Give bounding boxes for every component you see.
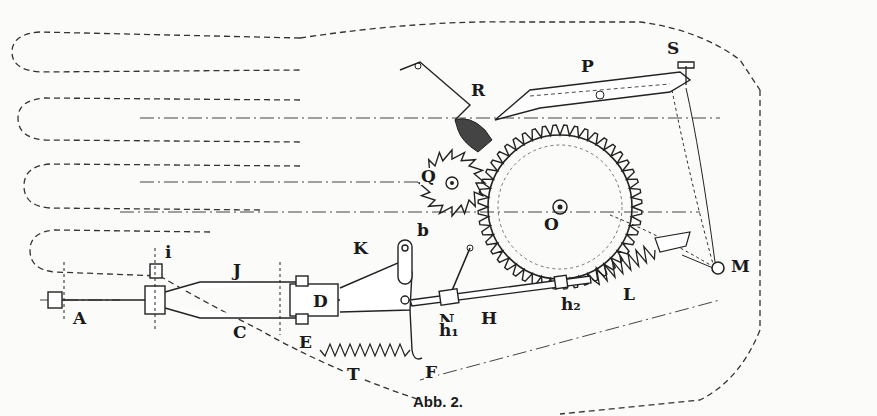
- callout-letter: K: [352, 240, 369, 257]
- callout-letter: M: [730, 258, 751, 275]
- callout-letter: H: [480, 310, 498, 327]
- callout-letter: R: [470, 82, 486, 99]
- callout-letter: b: [416, 222, 430, 239]
- callout-letter: F: [424, 364, 438, 381]
- figure-caption: Abb. 2.: [413, 393, 463, 410]
- callout-letter: C: [232, 324, 248, 341]
- callout-letter: Q: [420, 168, 437, 185]
- callout-letter: h₁: [438, 322, 460, 339]
- callout-letter: L: [622, 286, 636, 303]
- callout-letter: S: [666, 40, 680, 57]
- callout-letter: A: [72, 310, 87, 327]
- callout-letter: T: [346, 366, 361, 383]
- callout-letter: i: [164, 244, 172, 261]
- callout-letter: J: [232, 262, 242, 279]
- callout-letter: D: [312, 293, 329, 310]
- callout-letter: E: [298, 334, 313, 351]
- callout-letter: P: [580, 58, 595, 75]
- callout-letter: h₂: [560, 296, 582, 313]
- callout-letter: O: [543, 216, 560, 233]
